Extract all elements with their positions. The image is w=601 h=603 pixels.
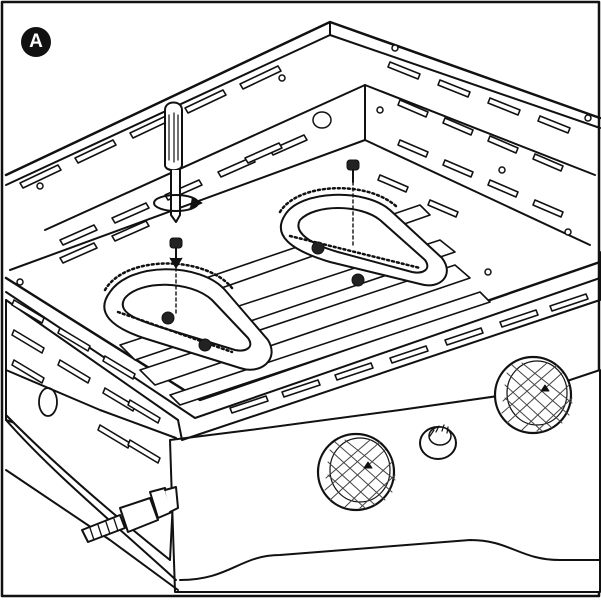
screw-icon bbox=[161, 311, 175, 325]
right-burner bbox=[278, 186, 448, 287]
rotation-arrow-icon bbox=[153, 194, 203, 212]
side-marking bbox=[38, 387, 58, 417]
step-label-badge: A bbox=[21, 27, 51, 57]
control-knob-icon bbox=[316, 432, 396, 512]
screw-icon bbox=[311, 241, 325, 255]
control-knob-icon bbox=[493, 355, 573, 435]
rivets bbox=[16, 44, 592, 286]
burner-screws bbox=[161, 159, 365, 352]
screw-icon bbox=[346, 159, 360, 183]
igniter-button-icon bbox=[419, 424, 457, 460]
left-burner bbox=[103, 262, 273, 371]
burner-body bbox=[5, 299, 601, 593]
top-rim bbox=[4, 20, 601, 441]
screw-icon bbox=[351, 273, 365, 287]
screw-icon bbox=[198, 338, 212, 352]
side-marking bbox=[312, 111, 332, 129]
screwdriver-icon bbox=[164, 101, 183, 223]
gas-inlet-icon bbox=[81, 486, 179, 543]
screw-icon bbox=[169, 237, 183, 269]
vent-slots bbox=[11, 61, 589, 464]
